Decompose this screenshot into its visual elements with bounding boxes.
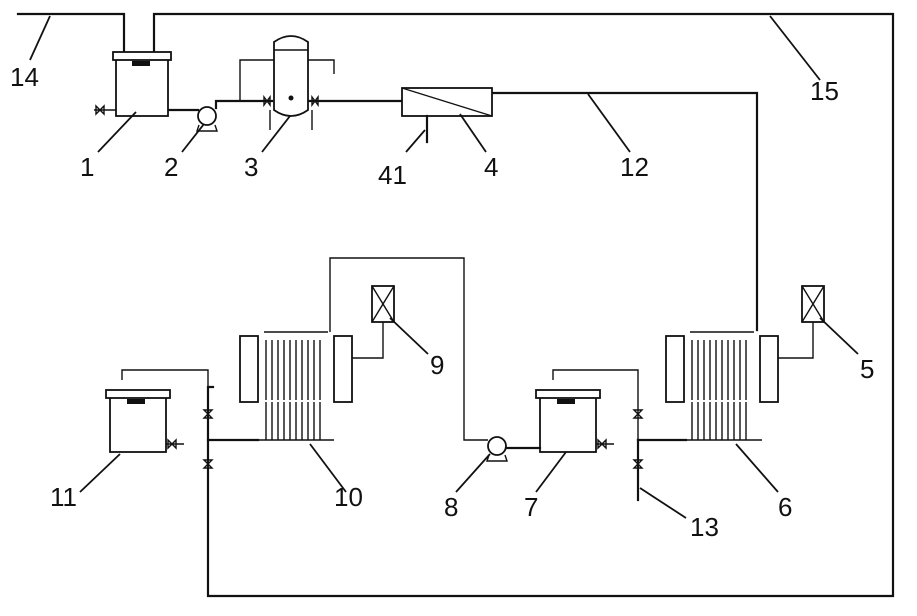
filter-press-6	[665, 331, 779, 441]
valve-icon	[632, 409, 644, 469]
pipe-12	[490, 91, 759, 332]
leader-5	[819, 317, 859, 355]
label-11: 11	[50, 482, 77, 512]
leader-9	[389, 317, 429, 355]
label-13: 13	[690, 512, 719, 542]
valve-icon	[202, 409, 214, 469]
pipe-pump2-to-vessel3	[214, 99, 274, 110]
leader-14	[29, 15, 51, 61]
vessel-3	[263, 35, 319, 130]
label-5: 5	[860, 354, 874, 384]
leader-13	[639, 487, 687, 519]
label-15: 15	[810, 76, 839, 106]
leader-11	[79, 453, 121, 493]
label-12: 12	[620, 152, 649, 182]
valve-icon	[166, 438, 184, 450]
pipe-10-to-tank11-feed	[121, 369, 209, 440]
pipe-6-to-tank7-feed	[552, 369, 639, 440]
pipe-pump8-to-press10	[329, 257, 488, 441]
label-1: 1	[80, 152, 94, 182]
leader-6	[735, 443, 779, 493]
leader-7	[535, 451, 567, 493]
valve-icon	[596, 438, 614, 450]
valve-icon	[94, 104, 116, 116]
leader-41	[405, 129, 426, 153]
leader-2	[181, 123, 205, 153]
leader-15	[769, 15, 821, 81]
pump-8	[486, 436, 508, 462]
label-8: 8	[444, 492, 458, 522]
pump-2	[196, 106, 218, 132]
label-41: 41	[378, 160, 407, 190]
control-box-5	[778, 285, 825, 359]
label-3: 3	[244, 152, 258, 182]
leader-3	[261, 115, 291, 153]
label-9: 9	[430, 350, 444, 380]
pipe-vessel3-overflow	[308, 59, 335, 74]
pipe-14	[16, 12, 126, 54]
leader-12	[587, 93, 631, 153]
label-2: 2	[164, 152, 178, 182]
label-7: 7	[524, 492, 538, 522]
leader-8	[455, 453, 491, 493]
leader-4	[459, 113, 487, 153]
separator-4	[401, 87, 493, 144]
tank-7	[535, 389, 601, 453]
label-6: 6	[778, 492, 792, 522]
tank-11	[105, 389, 171, 453]
control-box-9	[352, 285, 395, 359]
pipe-vessel3-bypass	[239, 59, 274, 101]
leader-10	[309, 443, 347, 493]
tank-1	[112, 51, 172, 117]
filter-press-10	[239, 331, 353, 441]
label-4: 4	[484, 152, 498, 182]
leader-1	[97, 111, 137, 153]
label-14: 14	[10, 62, 39, 92]
label-10: 10	[334, 482, 363, 512]
